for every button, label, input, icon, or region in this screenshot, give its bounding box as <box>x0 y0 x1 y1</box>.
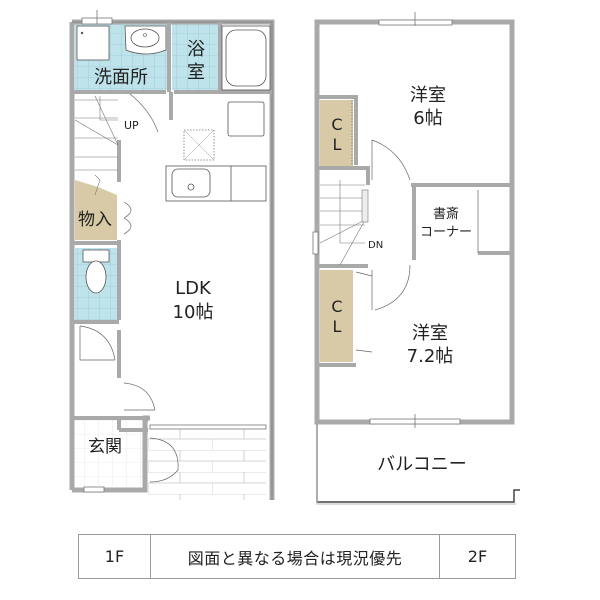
storage-floor <box>75 180 117 240</box>
label-storage: 物入 <box>78 210 112 230</box>
label-closet-2-l: L <box>333 317 342 336</box>
label-closet-1-l: L <box>333 135 342 154</box>
legend-note: 図面と異なる場合は現況優先 <box>151 535 440 578</box>
bath-floor <box>172 24 220 90</box>
label-entrance: 玄関 <box>88 437 122 457</box>
label-western-room-2: 洋室 <box>412 323 448 344</box>
closet1-floor <box>320 100 353 167</box>
label-washroom: 洗面所 <box>94 67 148 88</box>
label-ldk-size: 10帖 <box>173 302 214 323</box>
label-closet-2-c: C <box>331 297 342 316</box>
interior-walls-1f <box>72 22 272 432</box>
doors-2f <box>351 100 411 353</box>
kitchen <box>165 101 267 202</box>
label-bath-2: 室 <box>187 62 205 83</box>
washing-machine <box>76 25 110 61</box>
legend-floor-1: 1F <box>79 535 151 578</box>
label-western-room-1-size: 6帖 <box>413 108 442 129</box>
floor-1 <box>69 10 275 500</box>
interior-walls-2f <box>317 95 512 367</box>
legend-floor-2: 2F <box>467 547 488 566</box>
doors-1f <box>79 93 179 483</box>
label-study-2: コーナー <box>420 225 472 240</box>
label-study-1: 書斎 <box>433 206 459 222</box>
porch-floor <box>148 428 266 500</box>
closet2-floor <box>320 270 353 362</box>
label-closet-1-c: C <box>331 115 342 134</box>
label-stairs-down: DN <box>368 240 383 251</box>
label-ldk: LDK <box>175 278 212 299</box>
label-western-room-1: 洋室 <box>410 85 446 106</box>
floor-2 <box>312 12 520 505</box>
label-bath-1: 浴 <box>187 39 205 60</box>
label-balcony: バルコニー <box>377 454 467 475</box>
label-stairs-up: UP <box>124 119 139 132</box>
toilet <box>82 249 110 294</box>
stairs-2f <box>319 180 369 266</box>
stairs-1f <box>74 95 119 196</box>
label-western-room-2-size: 7.2帖 <box>407 346 454 367</box>
legend-table: 1F 図面と異なる場合は現況優先 2F <box>78 534 516 579</box>
